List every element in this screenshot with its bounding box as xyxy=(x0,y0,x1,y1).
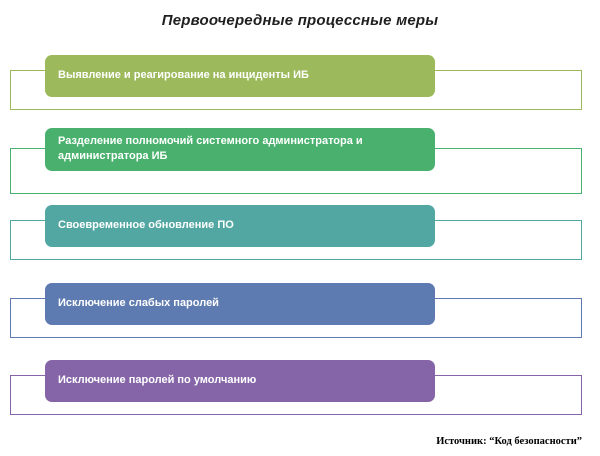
source-caption: Источник: “Код безопасности” xyxy=(436,436,582,447)
process-item: Разделение полномочий системного админис… xyxy=(0,128,600,205)
page-title: Первоочередные процессные меры xyxy=(161,12,439,29)
item-bar: Исключение слабых паролей xyxy=(45,283,435,325)
process-item: Своевременное обновление ПО xyxy=(0,205,600,283)
item-label: Своевременное обновление ПО xyxy=(58,219,234,232)
process-item: Исключение слабых паролей xyxy=(0,283,600,360)
item-bar: Своевременное обновление ПО xyxy=(45,205,435,247)
item-bar: Разделение полномочий системного админис… xyxy=(45,128,435,171)
process-item: Выявление и реагирование на инциденты ИБ xyxy=(0,55,600,128)
item-label: Разделение полномочий системного админис… xyxy=(58,135,363,163)
item-bar: Выявление и реагирование на инциденты ИБ xyxy=(45,55,435,97)
item-bar: Исключение паролей по умолчанию xyxy=(45,360,435,402)
item-label: Исключение слабых паролей xyxy=(58,297,219,310)
process-item: Исключение паролей по умолчанию xyxy=(0,360,600,420)
item-label: Выявление и реагирование на инциденты ИБ xyxy=(58,69,309,82)
item-label: Исключение паролей по умолчанию xyxy=(58,374,257,387)
